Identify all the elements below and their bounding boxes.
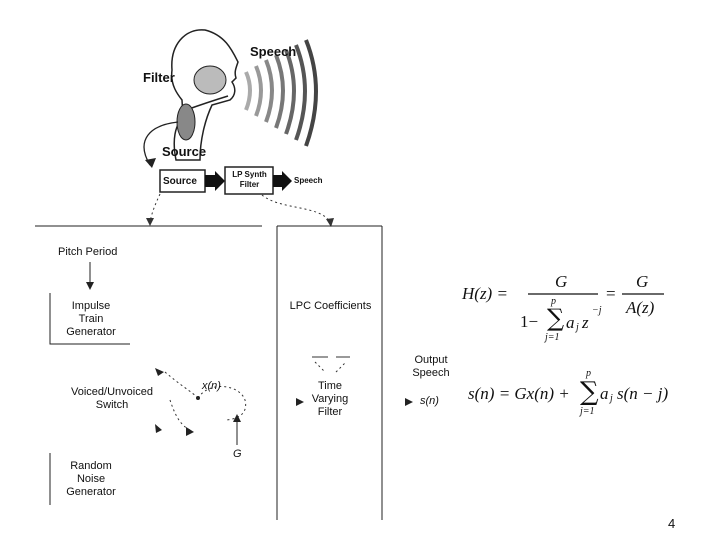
random-line1: Random [70,460,112,472]
random-line3: Generator [66,486,116,498]
h-eq-sigma: ∑ [547,304,565,332]
switch-symbol [164,371,247,431]
source-box-label: Source [163,176,197,187]
dotted-leader-right-head [326,218,334,227]
h-eq-den-sup: −j [592,305,602,316]
impulse-bracket [49,293,130,345]
black-arrow-1 [205,171,225,191]
impulse-line2: Train [78,313,104,325]
lpc-coefficients-label: LPC Coefficients [289,300,372,312]
black-arrow-2 [273,171,292,191]
tvf-out-arrow [405,398,413,406]
voiced-line1: Voiced/Unvoiced [71,386,153,398]
impulse-line3: Generator [66,326,116,338]
s-eq-lhs: s(n) = Gx(n) + [468,384,570,403]
tvf-line1: Time [317,380,343,392]
time-varying-filter-label: Time Varying Filter [298,380,362,419]
lp-synth-line1: LP Synth [232,170,267,179]
h-eq-denominator-2: A(z) [626,298,655,317]
output-line1: Output [414,354,448,366]
xn-label: x(n) [202,380,221,392]
pitch-arrow-head [86,282,94,290]
h-eq-den-a: a [566,313,575,332]
h-eq-sum-top: p [551,296,556,307]
output-line2: Speech [412,367,450,379]
tvf-line2: Varying [311,393,349,405]
speech-waves [244,39,318,147]
impulse-line1: Impulse [71,300,111,312]
gain-arrow-head [233,414,241,422]
tvf-line3: Filter [317,406,343,418]
tvf-marks [312,356,350,373]
s-eq-sigma: ∑ [580,377,599,407]
sn-label: s(n) [420,395,439,407]
source-curve-arrow [143,121,179,166]
dotted-leader-left [149,193,161,223]
h-eq-sum-bot: j=1 [545,332,560,343]
source-label: Source [162,144,207,159]
random-noise-label: Random Noise Generator [56,460,126,499]
h-eq-den-z: z [582,313,589,332]
page-number: 4 [668,516,676,531]
switch-node [196,396,200,400]
voiced-line2: Switch [95,399,129,411]
pitch-period-label: Pitch Period [58,246,118,258]
voiced-switch-label: Voiced/Unvoiced Switch [62,386,162,412]
impulse-generator-label: Impulse Train Generator [56,300,126,339]
lp-synth-label: LP Synth Filter [227,170,272,190]
s-eq-rest: s(n − j) [617,384,669,403]
speech-output-label: Speech [294,176,323,185]
random-line2: Noise [76,473,106,485]
s-eq-sum-bot: j=1 [580,406,595,417]
dotted-leader-left-head [146,218,154,226]
output-speech-label: Output Speech [400,354,462,380]
h-eq-numerator: G [555,272,568,291]
h-eq-numerator-2: G [636,272,649,291]
gain-label: G [233,448,242,460]
vocal-tract [176,65,227,141]
h-eq-lhs: H(z) = [462,284,508,303]
source-curve-arrowhead [145,158,156,168]
s-eq-a: a [600,384,609,403]
switch-arrowhead-top [155,368,164,376]
h-eq-equals: = [606,284,616,303]
s-eq-sub: j [610,393,613,404]
filter-label: Filter [143,70,175,85]
speech-label-top: Speech [250,44,297,59]
lp-synth-line2: Filter [239,180,260,189]
s-eq-sum-top: p [586,368,591,379]
h-eq-den-sub: j [576,322,579,333]
dotted-leader-right [261,194,331,223]
h-eq-den-one: 1− [520,312,539,331]
switch-arrow-curve [186,427,194,436]
tvf-in-arrow [296,398,304,406]
head-illustration [170,29,239,161]
switch-arrowhead-bottom [155,424,162,433]
